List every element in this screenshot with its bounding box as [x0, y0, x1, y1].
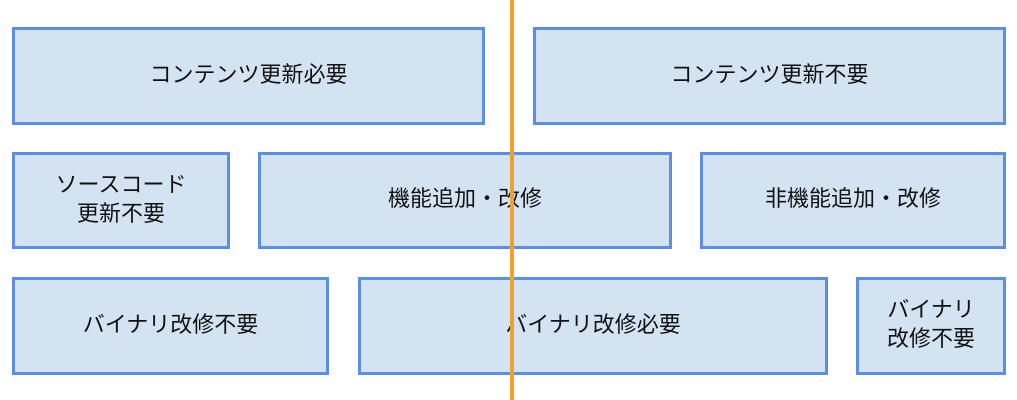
box-label: コンテンツ更新必要: [149, 62, 348, 88]
box-label: 機能追加・改修: [387, 187, 542, 213]
box-feature-addition: 機能追加・改修: [258, 152, 672, 249]
box-label: バイナリ改修必要: [505, 312, 681, 338]
box-label: 非機能追加・改修: [764, 187, 941, 213]
box-source-update-not-required: ソースコード 更新不要: [12, 152, 230, 249]
box-content-update-required: コンテンツ更新必要: [12, 27, 485, 125]
box-label: バイナリ改修不要: [82, 312, 259, 338]
box-label: バイナリ 改修不要: [886, 298, 975, 352]
box-label: コンテンツ更新不要: [670, 62, 869, 88]
box-content-update-not-required: コンテンツ更新不要: [533, 27, 1006, 125]
divider-line: [510, 0, 514, 400]
box-binary-modification-not-required: バイナリ改修不要: [12, 277, 329, 375]
box-label: ソースコード 更新不要: [55, 172, 187, 227]
box-non-functional-addition: 非機能追加・改修: [700, 152, 1006, 249]
box-binary-modification-required: バイナリ改修必要: [358, 277, 828, 375]
box-binary-modification-not-required-small: バイナリ 改修不要: [856, 277, 1006, 375]
